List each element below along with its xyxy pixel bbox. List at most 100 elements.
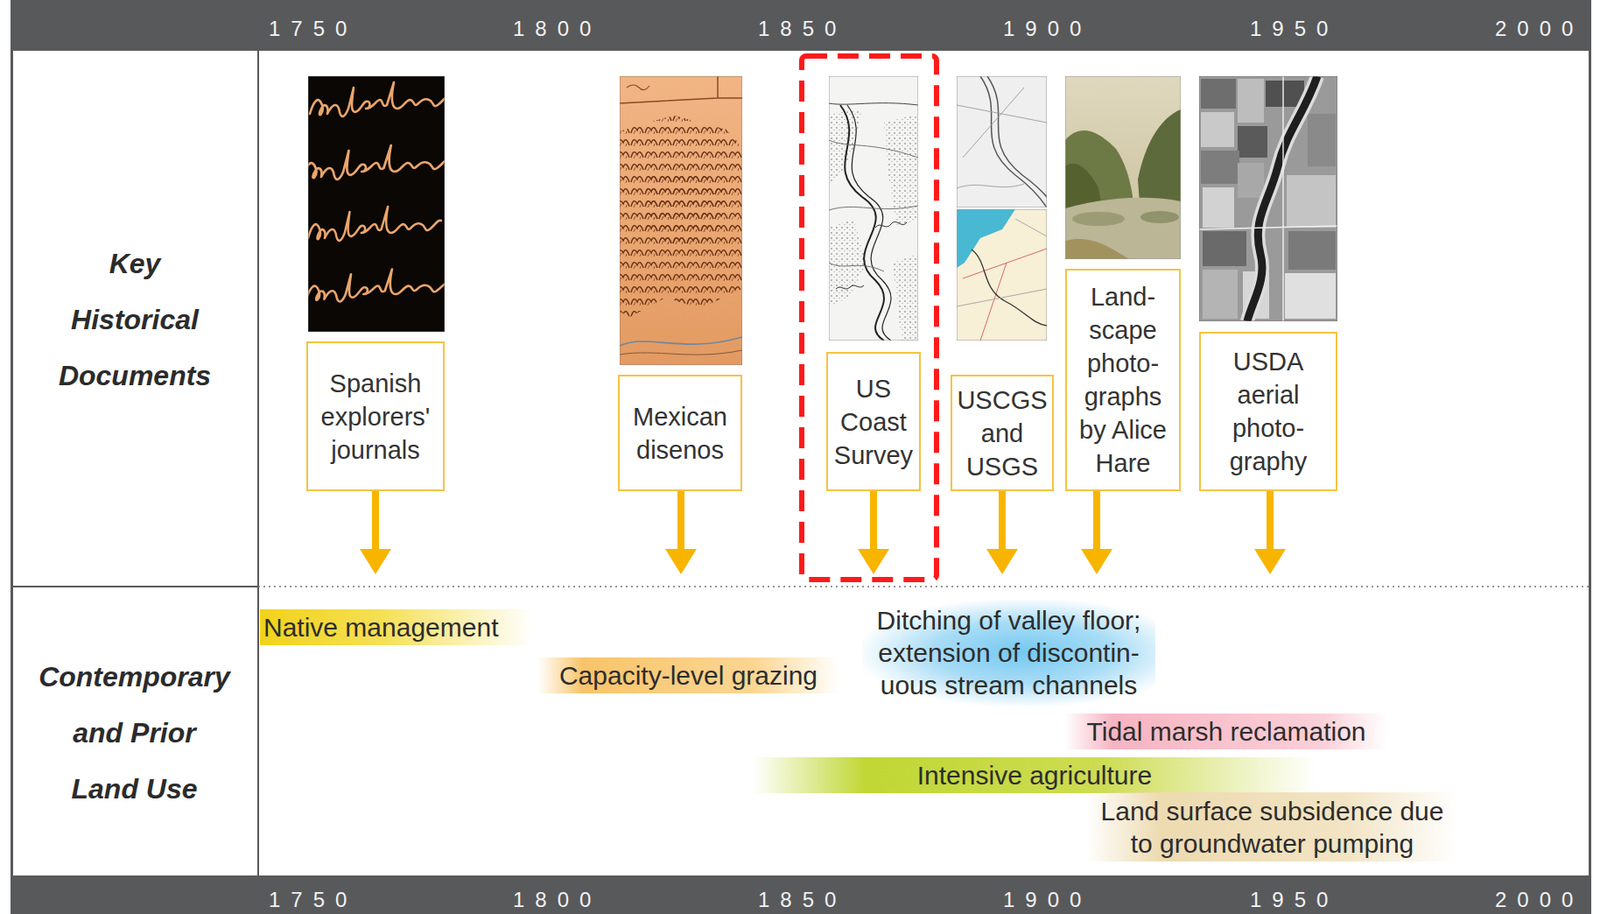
diseno-image — [619, 76, 743, 365]
coast-survey-map — [892, 253, 919, 341]
frame — [10, 0, 14, 914]
year-label: 1850 — [757, 16, 847, 42]
document-label: Mexican disenos — [624, 400, 736, 467]
year-label: 1750 — [268, 16, 358, 42]
aerial-photo — [1247, 76, 1318, 322]
journal-image — [308, 76, 445, 332]
uscgs-map — [980, 76, 1047, 208]
aerial-photo — [1286, 175, 1336, 228]
document-label: Land- scape photo- graphs by Alice Hare — [1073, 280, 1172, 480]
diseno-image — [619, 76, 743, 365]
aerial-photo — [1237, 162, 1264, 198]
frame — [10, 875, 1592, 914]
land-use-label: Land surface subsidence due to groundwat… — [1094, 794, 1450, 860]
diseno-image — [619, 115, 743, 317]
frame — [258, 585, 1590, 588]
document-box: Mexican disenos — [617, 374, 743, 492]
aerial-photo — [1199, 76, 1338, 322]
aerial-photo — [1237, 126, 1268, 158]
down-arrows — [359, 491, 1286, 575]
land-use-band: Land surface subsidence due to groundwat… — [1086, 792, 1459, 862]
journal-image — [308, 269, 445, 302]
year-label: 1900 — [1003, 887, 1092, 913]
down-arrows — [857, 491, 890, 575]
coast-survey-map — [828, 103, 919, 106]
usgs-map — [956, 209, 1047, 341]
uscgs-map — [956, 76, 1047, 208]
coast-survey-map — [847, 105, 892, 341]
aerial-photo — [1247, 76, 1318, 322]
aerial-photo — [1200, 112, 1235, 148]
landscape-photo — [1065, 76, 1181, 260]
year-label: 1800 — [512, 16, 602, 42]
journal-image — [308, 145, 445, 180]
diseno-image — [626, 84, 650, 91]
year-label: 2000 — [1494, 16, 1584, 42]
frame — [10, 585, 259, 588]
aerial-photo — [1199, 76, 1338, 322]
down-arrows — [1080, 491, 1113, 575]
highlight-frame — [801, 56, 937, 580]
usgs-map — [956, 209, 1047, 341]
year-label: 1750 — [268, 887, 358, 913]
aerial-photo — [1307, 113, 1336, 167]
landscape-photo — [1065, 197, 1181, 260]
usgs-map — [956, 209, 1016, 268]
coast-survey-map — [828, 140, 919, 272]
diseno-image — [619, 350, 743, 355]
year-label: 1850 — [757, 887, 847, 913]
landscape-photo — [1065, 76, 1181, 260]
land-use-band: Ditching of valley floor; extension of d… — [862, 599, 1156, 706]
land-use-band: Tidal marsh reclamation — [1064, 713, 1389, 750]
usgs-map — [956, 209, 1047, 341]
coast-survey-map — [840, 105, 885, 341]
frame — [10, 0, 1592, 914]
aerial-photo — [1237, 78, 1264, 123]
aerial-photo — [1202, 187, 1235, 228]
landscape-photo — [1140, 210, 1179, 224]
coast-survey-map — [835, 221, 907, 289]
row-heading: Key Historical Documents — [47, 235, 223, 404]
year-label: 1800 — [512, 887, 602, 913]
land-use-label: Capacity-level grazing — [542, 659, 835, 692]
usgs-map — [956, 218, 1047, 307]
journal-image — [308, 82, 445, 302]
down-arrows — [986, 491, 1018, 575]
aerial-photo — [1200, 150, 1240, 184]
document-box: US Coast Survey — [826, 351, 921, 492]
aerial-photo — [1202, 269, 1238, 319]
landscape-photo — [1072, 211, 1125, 226]
year-label: 1950 — [1249, 16, 1339, 42]
aerial-photo — [1202, 231, 1247, 267]
coast-survey-map — [828, 76, 919, 341]
landscape-photo — [1065, 76, 1181, 260]
frame — [10, 0, 1592, 51]
frame — [257, 50, 260, 876]
aerial-photo — [1284, 273, 1336, 319]
down-arrows — [665, 491, 697, 575]
document-label: US Coast Survey — [830, 371, 917, 472]
uscgs-map — [956, 76, 1047, 208]
document-label: USCGS and USGS — [954, 383, 1051, 484]
uscgs-map — [956, 76, 1047, 208]
coast-survey-map — [828, 76, 919, 341]
document-box: USDA aerial photo- graphy — [1199, 331, 1338, 492]
document-box: USCGS and USGS — [950, 374, 1054, 492]
diseno-image — [619, 76, 743, 365]
down-arrows — [359, 491, 392, 575]
coast-survey-map — [884, 113, 919, 228]
land-use-label: Ditching of valley floor; extension of d… — [870, 603, 1147, 702]
down-arrows — [1254, 491, 1286, 575]
landscape-photo — [1137, 109, 1181, 207]
land-use-band: Capacity-level grazing — [537, 657, 840, 694]
usgs-map — [971, 249, 1047, 326]
aerial-photo — [1200, 78, 1236, 109]
document-label: USDA aerial photo- graphy — [1215, 344, 1321, 478]
aerial-photo — [1199, 76, 1338, 322]
aerial-photo — [1199, 76, 1338, 322]
diseno-image — [619, 336, 743, 346]
usgs-map — [962, 248, 1047, 341]
document-box: Land- scape photo- graphs by Alice Hare — [1065, 268, 1181, 492]
uscgs-map — [956, 87, 1047, 189]
